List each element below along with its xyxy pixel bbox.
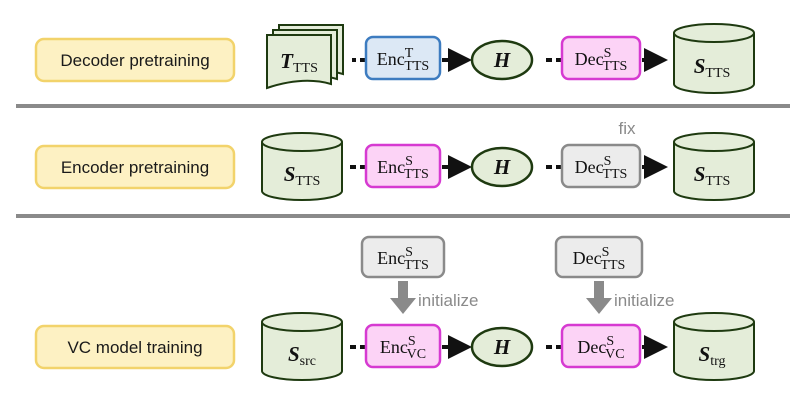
hidden-representation [470, 146, 534, 188]
input-symbol: STTS [284, 162, 321, 189]
hidden-representation [470, 326, 534, 368]
output-symbol: STTS [694, 54, 731, 81]
input-symbol: Ssrc [288, 342, 316, 369]
stage-label-box [34, 37, 236, 83]
initialize-note: initialize [418, 291, 478, 310]
initialize-note: initialize [614, 291, 674, 310]
output-symbol: Strg [699, 342, 726, 369]
input-symbol: TTTS [280, 49, 318, 76]
initialize-arrow [586, 281, 612, 314]
stage-label: VC model training [67, 338, 202, 357]
divider-line [16, 214, 790, 218]
hidden-label: H [493, 48, 511, 72]
speech-database-icon [261, 132, 343, 201]
speech-decoder-box [560, 35, 642, 81]
text-document-stack-icon [266, 24, 344, 90]
source-speech-database-icon [261, 312, 343, 381]
pretrained-encoder-box [360, 235, 446, 279]
fixed-speech-decoder-box [560, 143, 642, 189]
speech-database-icon [673, 23, 755, 94]
output-symbol: STTS [694, 162, 731, 189]
hidden-representation [470, 39, 534, 81]
target-speech-database-icon [673, 312, 755, 381]
hidden-label: H [493, 155, 511, 179]
text-encoder-box [364, 35, 442, 81]
stage-label-box [34, 324, 236, 370]
fixed-note: fix [619, 119, 637, 138]
speech-database-icon [673, 132, 755, 201]
initialize-arrow [390, 281, 416, 314]
stage-label: Encoder pretraining [61, 158, 209, 177]
hidden-label: H [493, 335, 511, 359]
divider-line [16, 104, 790, 108]
stage-label-box [34, 144, 236, 190]
stage-label: Decoder pretraining [60, 51, 209, 70]
pretrained-decoder-box [554, 235, 644, 279]
speech-encoder-box [364, 143, 442, 189]
vc-decoder-box [560, 323, 642, 369]
vc-encoder-box [364, 323, 442, 369]
